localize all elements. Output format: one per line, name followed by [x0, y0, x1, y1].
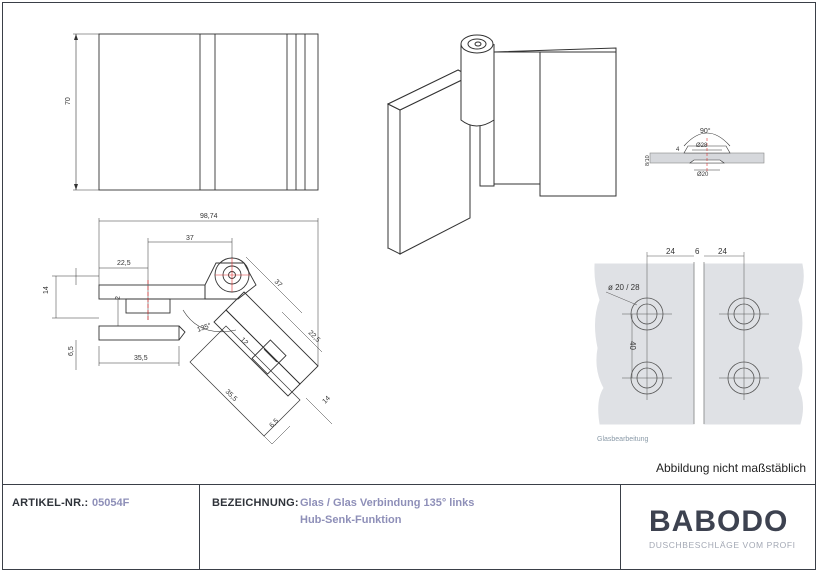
- logo-cell: BABODO DUSCHBESCHLÄGE VOM PROFI: [621, 485, 816, 570]
- designation-line1: Glas / Glas Verbindung 135° links: [300, 497, 475, 509]
- svg-text:Ø20: Ø20: [697, 172, 709, 178]
- svg-text:98,74: 98,74: [200, 213, 218, 220]
- article-label: ARTIKEL-NR.:: [12, 497, 89, 509]
- section-view: [52, 218, 333, 445]
- svg-text:6: 6: [695, 247, 700, 256]
- svg-text:37: 37: [186, 235, 194, 242]
- logo-tagline: DUSCHBESCHLÄGE VOM PROFI: [649, 540, 796, 550]
- svg-text:70: 70: [65, 97, 72, 105]
- article-number: 05054F: [92, 497, 130, 509]
- svg-text:35,5: 35,5: [224, 388, 239, 403]
- svg-text:4: 4: [676, 147, 680, 153]
- glass-processing-view: [594, 252, 804, 425]
- svg-text:90°: 90°: [700, 127, 711, 135]
- title-block: ARTIKEL-NR.: 05054F BEZEICHNUNG: Glas / …: [2, 484, 816, 570]
- svg-text:37: 37: [273, 278, 284, 289]
- technical-drawing: 70 98,74 37 22,5 14 2 6,5 35,5 135° 12 3…: [43, 33, 804, 445]
- svg-text:ø 20 / 28: ø 20 / 28: [608, 283, 640, 292]
- article-cell: ARTIKEL-NR.: 05054F: [2, 485, 200, 570]
- scale-note: Abbildung nicht maßstäblich: [656, 461, 807, 475]
- svg-text:135°: 135°: [196, 321, 213, 334]
- svg-text:6,5: 6,5: [68, 346, 75, 356]
- svg-text:2: 2: [115, 296, 122, 300]
- svg-text:24: 24: [666, 247, 675, 256]
- svg-text:Glasbearbeitung: Glasbearbeitung: [597, 436, 648, 443]
- glass-thickness-detail: [649, 132, 765, 172]
- svg-text:6,5: 6,5: [268, 418, 280, 430]
- designation-cell: BEZEICHNUNG: Glas / Glas Verbindung 135°…: [200, 485, 621, 570]
- svg-text:14: 14: [321, 395, 332, 406]
- svg-text:24: 24: [718, 247, 727, 256]
- svg-text:22,5: 22,5: [307, 329, 322, 344]
- designation-line2: Hub-Senk-Funktion: [300, 514, 402, 526]
- svg-text:35,5: 35,5: [134, 355, 148, 362]
- svg-text:40: 40: [628, 341, 637, 350]
- isometric-view: [386, 34, 617, 255]
- front-view: [73, 33, 319, 191]
- designation-label: BEZEICHNUNG:: [212, 497, 299, 509]
- svg-text:22,5: 22,5: [117, 260, 131, 267]
- svg-text:14: 14: [43, 286, 50, 294]
- svg-text:8/10: 8/10: [645, 155, 651, 166]
- svg-text:12: 12: [239, 336, 250, 347]
- babodo-logo: BABODO: [649, 505, 789, 538]
- svg-text:Ø28: Ø28: [696, 143, 708, 149]
